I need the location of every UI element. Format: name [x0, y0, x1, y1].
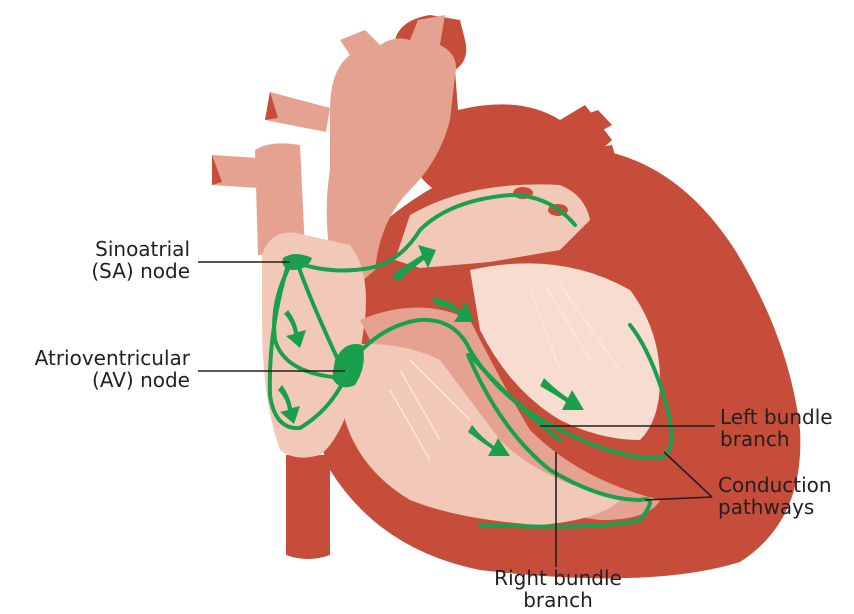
conduction-label-line2: pathways: [718, 496, 852, 518]
conduction-label-line1: Conduction: [718, 474, 852, 496]
conduction-pathways-label: Conduction pathways: [718, 474, 852, 518]
av-node-label: Atrioventricular (AV) node: [2, 347, 190, 391]
left-bundle-label-line1: Left bundle: [720, 406, 850, 428]
sa-node-label: Sinoatrial (SA) node: [60, 238, 190, 282]
inferior-vena-cava: [286, 455, 330, 559]
sa-node-label-line1: Sinoatrial: [60, 238, 190, 260]
av-node-label-line1: Atrioventricular: [2, 347, 190, 369]
av-node-label-line2: (AV) node: [2, 369, 190, 391]
left-bundle-branch-label: Left bundle branch: [720, 406, 850, 450]
right-bundle-label-line2: branch: [470, 589, 646, 611]
right-bundle-label-line1: Right bundle: [470, 567, 646, 589]
right-bundle-branch-label: Right bundle branch: [470, 567, 646, 611]
sa-node-label-line2: (SA) node: [60, 260, 190, 282]
left-bundle-label-line2: branch: [720, 428, 850, 450]
